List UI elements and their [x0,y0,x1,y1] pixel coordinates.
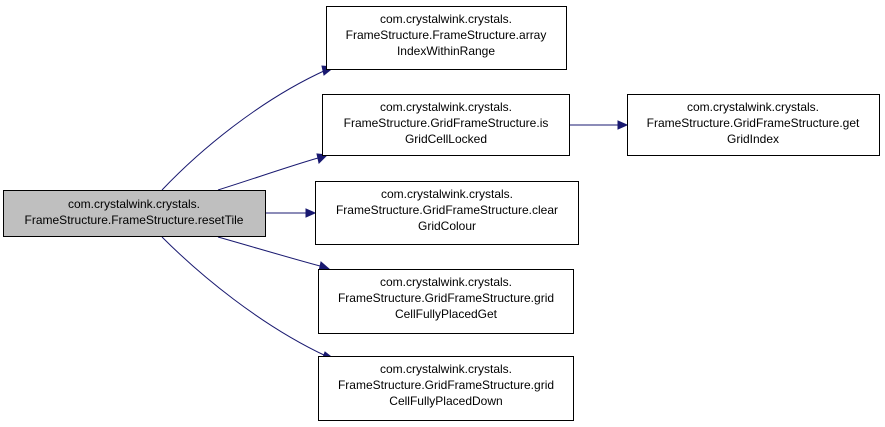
node-get-grid-index[interactable]: com.crystalwink.crystals. FrameStructure… [627,94,880,156]
node-get-grid-index-line2: FrameStructure.GridFrameStructure.get [647,116,860,130]
node-is-grid-cell-locked[interactable]: com.crystalwink.crystals. FrameStructure… [322,94,570,156]
node-is-grid-cell-locked-line3: GridCellLocked [405,132,487,146]
node-array-index-within-range-line2: FrameStructure.FrameStructure.array [346,28,547,42]
node-grid-cell-fully-placed-down-line1: com.crystalwink.crystals. [380,362,512,376]
node-is-grid-cell-locked-line1: com.crystalwink.crystals. [380,100,512,114]
node-reset-tile-line2: FrameStructure.FrameStructure.resetTile [25,213,244,227]
node-grid-cell-fully-placed-get-line3: CellFullyPlacedGet [395,307,498,321]
node-reset-tile-line1: com.crystalwink.crystals. [68,197,200,211]
node-clear-grid-colour[interactable]: com.crystalwink.crystals. FrameStructure… [315,181,579,245]
node-clear-grid-colour-line1: com.crystalwink.crystals. [381,187,513,201]
node-array-index-within-range[interactable]: com.crystalwink.crystals. FrameStructure… [326,6,567,70]
edge-resettile-to-arrayindexwithinrange [161,69,327,191]
node-get-grid-index-line3: GridIndex [727,132,779,146]
node-array-index-within-range-line3: IndexWithinRange [397,44,495,58]
node-grid-cell-fully-placed-get-line2: FrameStructure.GridFrameStructure.grid [338,291,554,305]
node-clear-grid-colour-line2: FrameStructure.GridFrameStructure.clear [336,203,558,217]
arrowhead-getgridindex [617,120,629,130]
edge-resettile-to-isgridcelllocked [217,157,319,191]
edge-resettile-to-gridcellfullyplacedget [217,236,321,267]
arrowhead-cleargridcolour [305,208,317,218]
node-clear-grid-colour-line3: GridColour [418,219,476,233]
node-grid-cell-fully-placed-down[interactable]: com.crystalwink.crystals. FrameStructure… [318,356,574,421]
node-grid-cell-fully-placed-get[interactable]: com.crystalwink.crystals. FrameStructure… [318,269,574,334]
node-get-grid-index-line1: com.crystalwink.crystals. [687,100,819,114]
node-is-grid-cell-locked-line2: FrameStructure.GridFrameStructure.is [344,116,549,130]
node-grid-cell-fully-placed-get-line1: com.crystalwink.crystals. [380,275,512,289]
edges [161,65,629,361]
node-reset-tile[interactable]: com.crystalwink.crystals. FrameStructure… [3,190,266,237]
node-array-index-within-range-line1: com.crystalwink.crystals. [380,12,512,26]
edge-resettile-to-gridcellfullyplaceddown [161,236,327,357]
node-grid-cell-fully-placed-down-line3: CellFullyPlacedDown [389,394,502,408]
node-grid-cell-fully-placed-down-line2: FrameStructure.GridFrameStructure.grid [338,378,554,392]
